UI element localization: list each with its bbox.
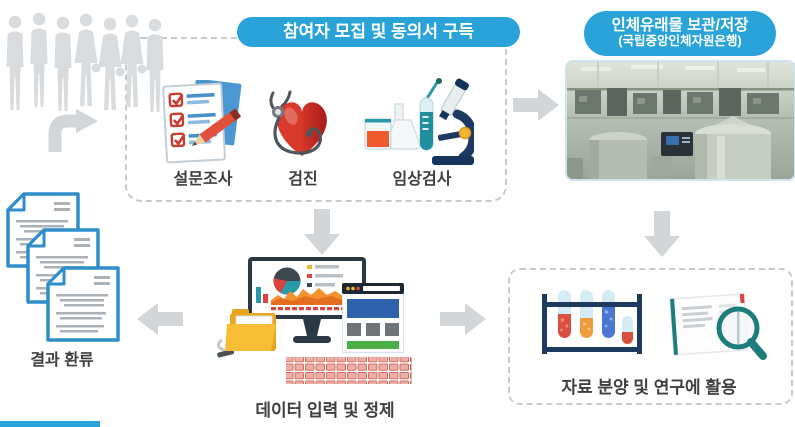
browser-window-icon [342,281,404,353]
heart-stethoscope-icon [263,90,341,164]
recruitment-title: 참여자 모집 및 동의서 구득 [283,21,474,41]
step-label-survey: 설문조사 [173,171,233,188]
storage-title-pill: 인체유래물 보관/저장 (국립중앙인체자원은행) [584,11,776,56]
step-label-clinical-test: 임상검사 [392,171,452,188]
recruitment-title-pill: 참여자 모집 및 동의서 구득 [237,17,520,47]
test-tube-rack-icon [538,286,646,360]
feedback-label: 결과 환류 [30,352,94,369]
bottom-edge-accent [0,421,100,427]
data-entry-label: 데이터 입력 및 정제 [255,401,395,420]
survey-checklist-icon [158,80,246,166]
document-magnifier-icon [660,290,770,368]
folder-icon [216,306,282,360]
utilization-label: 자료 분양 및 연구에 활용 [561,378,737,397]
turn-right-arrow-icon [42,104,100,154]
down-arrow-icon [643,211,681,257]
left-arrow-icon [137,301,183,337]
down-arrow-icon [303,209,341,255]
right-arrow-icon [513,87,559,123]
right-arrow-icon [440,301,486,337]
step-label-checkup: 검진 [288,171,318,188]
clinical-lab-icon [362,78,474,168]
documents-stack-icon [4,192,126,344]
biobank-storage-facility-photo [565,60,795,181]
utilization-box [508,268,793,405]
storage-subtitle: (국립중앙인체자원은행) [618,34,742,49]
keyboard-icon [284,355,414,387]
storage-title: 인체유래물 보관/저장 [611,17,749,35]
monitor-icon [243,255,377,347]
people-group-icon [2,12,164,112]
